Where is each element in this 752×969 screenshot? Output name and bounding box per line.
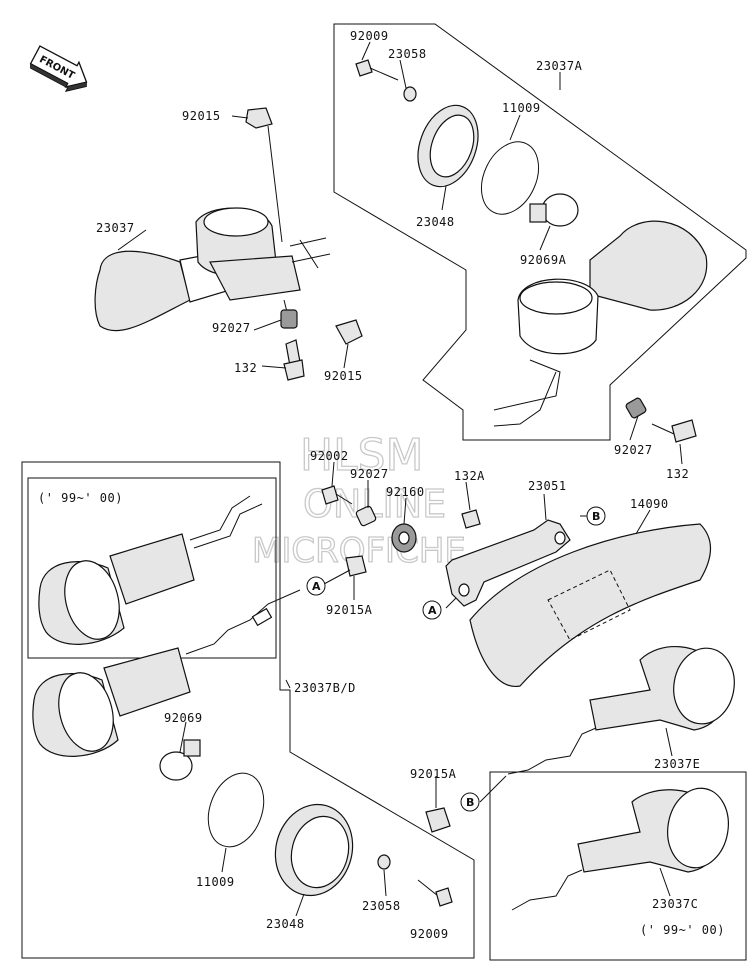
washer-23058-top: [403, 86, 417, 102]
screw-92009-top: [355, 59, 399, 81]
svg-text:A: A: [428, 604, 437, 617]
turn-signal-99-00-left: [38, 495, 263, 645]
svg-text:B: B: [466, 796, 474, 809]
collar-92027-left: [280, 309, 298, 329]
part-label: 132: [234, 361, 257, 375]
bracket-23051: [445, 519, 571, 607]
group-outline-23037bd: [21, 461, 475, 959]
watermark-line-1: HLSM: [300, 430, 424, 481]
year-note-bottom: (' 99~' 00): [640, 923, 725, 937]
part-label: 23058: [388, 47, 427, 61]
part-label: 23037C: [652, 897, 698, 911]
grommet-92160: [391, 523, 417, 553]
callout-a-left: A: [306, 576, 326, 596]
part-label: 132A: [454, 469, 485, 483]
part-label: 92009: [350, 29, 389, 43]
part-label: 92015A: [410, 767, 457, 781]
part-label: 92027: [614, 443, 653, 457]
part-label: 92160: [386, 485, 425, 499]
part-label: 23048: [266, 917, 305, 931]
part-label: 132: [666, 467, 689, 481]
part-label: 92027: [212, 321, 251, 335]
part-label: 92002: [310, 449, 349, 463]
part-label: 92015A: [326, 603, 373, 617]
collar-92027-center: [355, 505, 377, 527]
part-label: 23051: [528, 479, 567, 493]
screw-92009-bottom: [417, 879, 453, 907]
nut-92015a-bottom: [425, 807, 451, 833]
callout-a-bracket: A: [422, 600, 442, 620]
part-label: 92069A: [520, 253, 567, 267]
leader-lines: [117, 41, 683, 917]
part-label: 11009: [196, 875, 235, 889]
bulb-92069: [159, 739, 201, 781]
bolt-132-right: [651, 419, 697, 443]
turn-signal-23037c: [511, 787, 729, 911]
part-label: 23037A: [536, 59, 583, 73]
svg-text:A: A: [312, 580, 321, 593]
nut-92015a-center: [345, 555, 367, 577]
washer-23058-bottom: [377, 854, 391, 870]
nut-92015-top: [245, 107, 273, 129]
part-label: 23037E: [654, 757, 700, 771]
part-label: 14090: [630, 497, 669, 511]
part-labels: 92009 23058 23037A 11009 92015 23037 230…: [96, 29, 700, 941]
svg-text:B: B: [592, 510, 600, 523]
ring-11009-bottom: [207, 772, 265, 848]
bolt-132a: [461, 509, 481, 529]
year-note-top: (' 99~' 00): [38, 491, 123, 505]
bolt-132-left: [283, 339, 305, 381]
group-outline-23037a: [333, 23, 747, 441]
turn-signal-23037e: [507, 645, 735, 775]
part-label: 23058: [362, 899, 401, 913]
front-arrow-icon: FRONT: [29, 45, 88, 92]
watermark: HLSM ONLINE MICROFICHE: [251, 429, 466, 571]
part-label: 92009: [410, 927, 449, 941]
lens-23048-top: [417, 104, 479, 188]
part-label: 23048: [416, 215, 455, 229]
part-label: 23037: [96, 221, 135, 235]
turn-signal-23037bd: [32, 589, 301, 757]
collar-92027-right: [625, 397, 647, 419]
part-label: 92069: [164, 711, 203, 725]
lens-23048-bottom: [274, 803, 354, 897]
ring-11009-top: [480, 141, 540, 215]
part-label: 92015: [324, 369, 363, 383]
nut-92015-middle: [335, 319, 363, 345]
part-label: 92015: [182, 109, 221, 123]
bolt-92002: [321, 485, 353, 505]
callout-b-bottom: B: [460, 792, 480, 812]
turn-signal-23037a: [493, 220, 708, 427]
cover-14090: [469, 523, 712, 687]
callout-b-bracket: B: [586, 506, 606, 526]
part-label: 92027: [350, 467, 389, 481]
part-label: 23037B/D: [294, 681, 356, 695]
part-label: 11009: [502, 101, 541, 115]
bulb-92069a: [529, 193, 579, 227]
